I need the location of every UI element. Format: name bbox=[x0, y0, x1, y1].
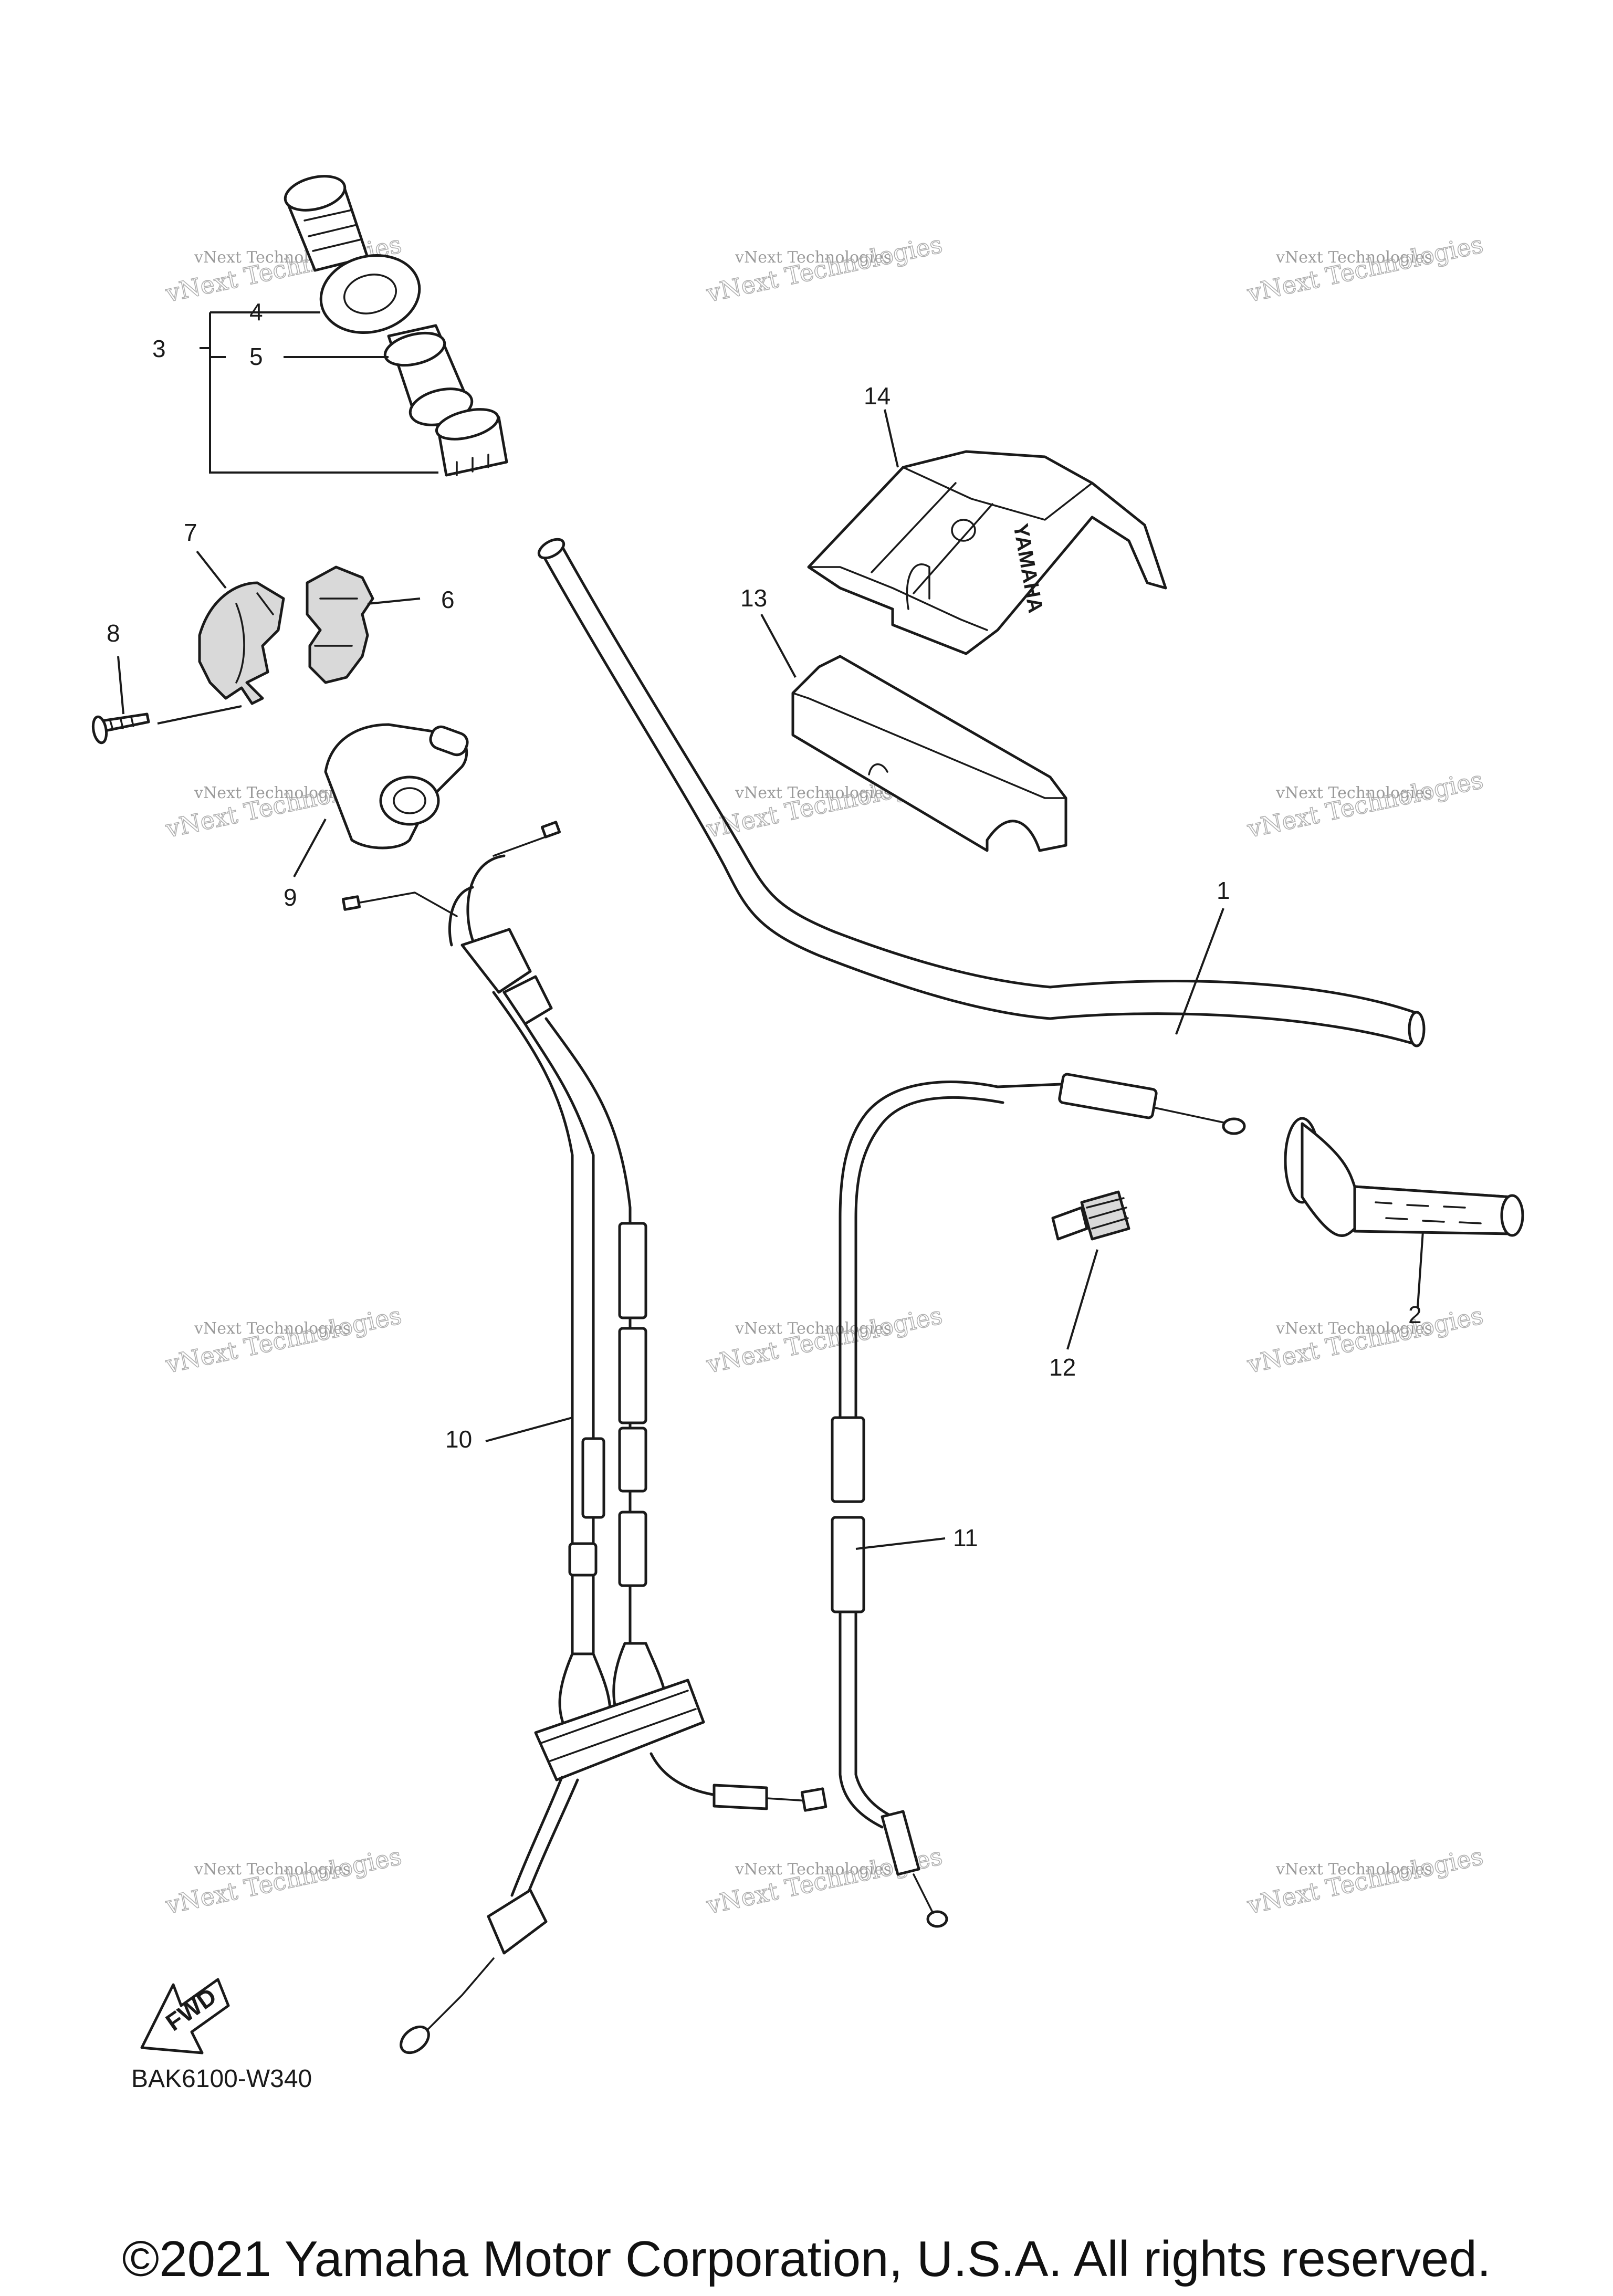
cable-adjuster bbox=[1051, 1190, 1130, 1241]
callout-8: 8 bbox=[107, 620, 120, 647]
callout-9: 9 bbox=[284, 884, 297, 911]
throttle-housing-lower bbox=[306, 565, 374, 684]
callout-7: 7 bbox=[184, 519, 197, 546]
watermark-outline: vNext Technologies bbox=[1244, 1301, 1485, 1379]
fwd-arrow: FWD bbox=[140, 1978, 230, 2054]
watermark-text: vNext Technologies bbox=[735, 248, 892, 267]
callout-numbers: 1 2 3 4 5 6 7 8 9 10 11 12 13 14 bbox=[107, 298, 1422, 1551]
watermark-outline: vNext Technologies bbox=[704, 1301, 945, 1379]
clutch-cable bbox=[831, 1073, 1246, 1928]
diagram-code: BAK6100-W340 bbox=[131, 2065, 312, 2093]
copyright-notice: ©2021 Yamaha Motor Corporation, U.S.A. A… bbox=[122, 2231, 1491, 2287]
callout-10: 10 bbox=[445, 1425, 472, 1453]
watermark-text: vNext Technologies bbox=[1275, 784, 1432, 802]
throttle-grip-assembly bbox=[284, 175, 508, 477]
watermark-outline: vNext Technologies bbox=[704, 230, 945, 308]
callout-4: 4 bbox=[249, 298, 263, 326]
watermark-outline: vNext Technologies bbox=[1244, 766, 1485, 843]
throttle-housing-upper bbox=[198, 581, 285, 705]
watermark-grid: vNext Technologies vNext Technologies vN… bbox=[162, 229, 1486, 1920]
callout-2: 2 bbox=[1408, 1301, 1422, 1328]
handlebar-pad bbox=[791, 655, 1067, 852]
callout-6: 6 bbox=[441, 586, 455, 613]
watermark-text: vNext Technologies bbox=[1275, 1860, 1432, 1879]
watermark-text: vNext Technologies bbox=[735, 1319, 892, 1338]
callout-3: 3 bbox=[152, 335, 166, 362]
throttle-housing bbox=[324, 723, 469, 850]
callout-leaders bbox=[117, 311, 1424, 1550]
callout-11: 11 bbox=[953, 1524, 978, 1551]
watermark-outline: vNext Technologies bbox=[163, 1842, 404, 1920]
callout-14: 14 bbox=[864, 382, 891, 410]
throttle-cable-assembly bbox=[341, 821, 828, 2054]
left-grip bbox=[1284, 1117, 1524, 1238]
watermark-text: vNext Technologies bbox=[1275, 248, 1432, 267]
handlebar-pad-cover: YAMAHA bbox=[807, 450, 1167, 655]
watermark-text: vNext Technologies bbox=[194, 784, 351, 802]
watermark-outline: vNext Technologies bbox=[163, 1301, 404, 1379]
watermark-outline: vNext Technologies bbox=[1244, 230, 1485, 308]
watermark-text: vNext Technologies bbox=[735, 784, 892, 802]
watermark-text: vNext Technologies bbox=[735, 1860, 892, 1879]
watermark-text: vNext Technologies bbox=[194, 1319, 351, 1338]
watermark-outline: vNext Technologies bbox=[1244, 1842, 1485, 1920]
watermark-text: vNext Technologies bbox=[1275, 1319, 1432, 1338]
handlebar bbox=[537, 538, 1426, 1047]
callout-5: 5 bbox=[249, 343, 263, 370]
callout-12: 12 bbox=[1049, 1354, 1076, 1381]
callout-1: 1 bbox=[1217, 877, 1230, 904]
watermark-text: vNext Technologies bbox=[194, 1860, 351, 1879]
screw bbox=[91, 712, 150, 745]
callout-13: 13 bbox=[740, 584, 767, 612]
